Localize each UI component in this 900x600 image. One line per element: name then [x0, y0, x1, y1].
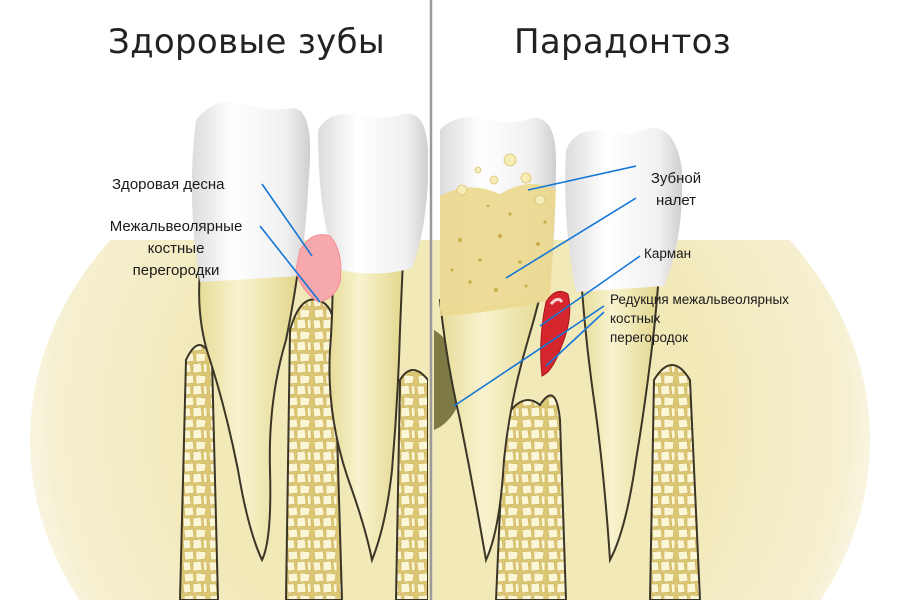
label-line: Межальвеолярные: [109, 218, 243, 235]
pointer-septa: [259, 225, 321, 303]
label-pocket: Карман: [644, 246, 692, 261]
title-periodontitis: Парадонтоз: [514, 22, 732, 62]
label-healthy-gum: Здоровая десна: [112, 176, 225, 193]
affected-tooth-root: [438, 258, 550, 564]
pointer-plaque-2: [505, 197, 637, 279]
healthy-teeth-group: [178, 102, 428, 600]
left-tooth-root: [198, 269, 300, 563]
label-line: Редукция межальвеолярных: [610, 292, 789, 307]
label-plaque: Зубной налет: [636, 168, 716, 212]
label-line: костные: [147, 240, 205, 257]
label-line: перегородки: [132, 262, 220, 279]
pointer-lines: [259, 165, 641, 407]
label-line: перегородок: [610, 330, 688, 345]
pointer-pocket: [539, 255, 641, 327]
bone-septum-left: [178, 344, 220, 600]
left-tooth-crown: [191, 102, 311, 282]
plaque-bubbles: [456, 153, 546, 206]
title-healthy-teeth: Здоровые зубы: [108, 22, 386, 62]
pointer-reduction-2: [545, 311, 605, 367]
label-line: костных: [610, 311, 661, 326]
bone-septum-far-right: [648, 364, 702, 600]
neighbor-tooth-root: [578, 259, 662, 564]
pointer-healthy-gum: [261, 183, 313, 257]
plaque-speckles: [450, 204, 547, 292]
periodontitis-teeth-group: [434, 117, 702, 600]
periodontal-pocket: [540, 290, 571, 377]
middle-tooth-crown: [318, 113, 428, 274]
label-septa-reduction: Редукция межальвеолярных костных перегор…: [610, 290, 830, 347]
bone-septum-right-edge: [394, 369, 428, 600]
pointer-plaque-1: [527, 165, 637, 191]
neighbor-tooth-crown: [565, 127, 683, 292]
label-interalveolar-septa: Межальвеолярные костные перегородки: [96, 216, 256, 282]
label-line: Зубной: [650, 170, 702, 187]
label-line: налет: [655, 192, 697, 209]
pointer-reduction-1: [453, 305, 605, 407]
middle-tooth-root: [328, 239, 406, 564]
